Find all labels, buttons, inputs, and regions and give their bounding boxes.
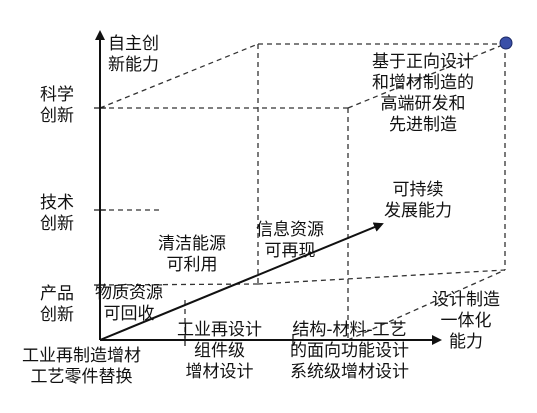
corner-label: 基于正向设计 和增材制造的 高端研发和 先进制造: [372, 52, 474, 136]
box-dashed-lines: [99, 43, 506, 341]
z-axis-title-line1: 可持续: [392, 180, 444, 200]
y-level-technology-line1: 技术: [40, 193, 74, 213]
z-level-1: 物质资源 可回收: [95, 283, 163, 325]
z-level-1-line2: 可回收: [103, 304, 155, 324]
corner-label-line3: 高端研发和: [380, 94, 466, 114]
corner-label-line1: 基于正向设计: [372, 52, 474, 72]
z-axis-title: 可持续 发展能力: [384, 180, 452, 222]
z-axis-line: [99, 222, 384, 341]
y-axis-title-line2: 新能力: [108, 55, 159, 75]
x-level-3-line3: 系统级增材设计: [290, 362, 409, 382]
y-level-science-line1: 科学: [40, 85, 74, 105]
y-axis-title-line1: 自主创: [108, 34, 159, 54]
x-level-3-line2: 的面向功能设计: [290, 341, 409, 361]
z-level-3-line1: 信息资源: [256, 220, 324, 240]
x-axis-title-line1: 设计制造: [432, 290, 500, 310]
y-level-product-line1: 产品: [40, 284, 74, 304]
corner-label-line2: 和增材制造的: [372, 73, 474, 93]
z-axis-title-line2: 发展能力: [384, 201, 452, 221]
x-level-2: 工业再设计 组件级 增材设计: [177, 320, 262, 383]
corner-label-line4: 先进制造: [389, 115, 457, 135]
x-axis-title: 设计制造 一体化 能力: [432, 290, 500, 353]
x-level-3: 结构-材料-工艺 的面向功能设计 系统级增材设计: [290, 320, 409, 383]
x-level-3-line1: 结构-材料-工艺: [292, 320, 407, 340]
z-level-3: 信息资源 可再现: [256, 220, 324, 262]
z-level-2: 清洁能源 可利用: [158, 234, 226, 276]
x-level-2-line3: 增材设计: [185, 362, 254, 382]
y-level-science-line2: 创新: [40, 106, 74, 126]
x-level-1: 工业再制造增材 工艺零件替换: [22, 346, 141, 388]
y-level-technology: 技术 创新: [40, 193, 74, 235]
y-level-product: 产品 创新: [40, 284, 74, 326]
x-level-1-line2: 工艺零件替换: [30, 367, 133, 387]
y-level-science: 科学 创新: [40, 85, 74, 127]
y-level-technology-line2: 创新: [40, 214, 74, 234]
x-axis-title-line2: 一体化: [440, 311, 492, 331]
z-level-3-line2: 可再现: [264, 241, 316, 261]
x-level-2-line1: 工业再设计: [177, 320, 262, 340]
x-level-2-line2: 组件级: [194, 341, 245, 361]
z-level-2-line2: 可利用: [166, 255, 218, 275]
y-axis-title: 自主创 新能力: [108, 34, 159, 76]
x-level-1-line1: 工业再制造增材: [22, 346, 141, 366]
z-level-2-line1: 清洁能源: [158, 234, 226, 254]
corner-dot: [499, 36, 513, 50]
x-axis-title-line3: 能力: [449, 332, 483, 352]
z-level-1-line1: 物质资源: [95, 283, 163, 303]
y-level-product-line2: 创新: [40, 305, 74, 325]
